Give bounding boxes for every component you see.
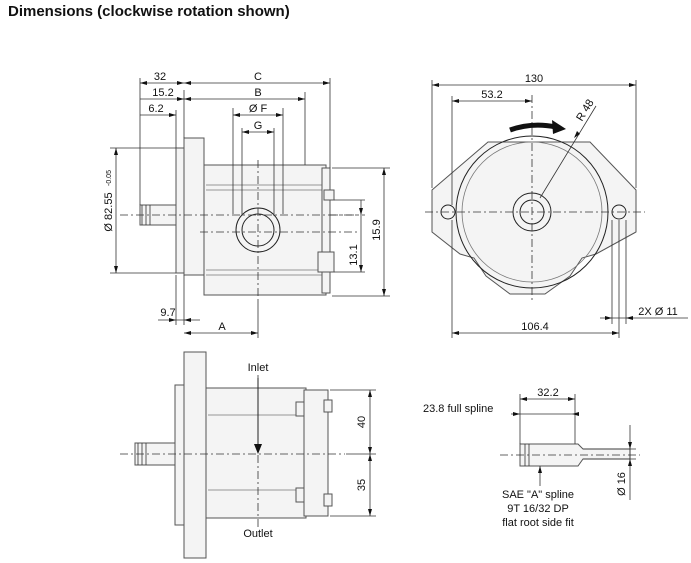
dim-32-2-label: 32.2 xyxy=(537,387,558,399)
dim-f-label: Ø F xyxy=(249,103,268,115)
spline-note-1: SAE "A" spline xyxy=(502,489,574,501)
full-spline-label: 23.8 full spline xyxy=(423,403,493,415)
dim-9-7-label: 9.7 xyxy=(160,307,175,319)
bottom-view: Inlet Outlet 40 35 xyxy=(120,351,376,559)
flange-outline xyxy=(431,141,637,295)
dim-130-label: 130 xyxy=(525,73,543,85)
pump-body-bottom xyxy=(205,387,307,519)
flange-bottom xyxy=(183,351,207,559)
dim-15-2-label: 15.2 xyxy=(152,87,173,99)
dim-c-label: C xyxy=(254,71,262,83)
dim-holes-label: 2X Ø 11 xyxy=(638,306,678,318)
front-view: R 48 130 53.2 106.4 2X Ø 11 xyxy=(425,73,688,338)
pilot-bottom xyxy=(174,384,185,526)
dim-a-label: A xyxy=(218,321,226,333)
dim-106-4-label: 106.4 xyxy=(521,321,549,333)
outlet-label: Outlet xyxy=(243,528,272,540)
pump-body xyxy=(203,164,327,296)
side-view: 32 15.2 6.2 C B Ø F G Ø 82.55 xyxy=(103,71,390,338)
spline-note-3: flat root side fit xyxy=(502,517,574,529)
rear-cover xyxy=(321,167,331,294)
page-title: Dimensions (clockwise rotation shown) xyxy=(8,3,290,20)
dim-pilot-tolerance: -0.05 xyxy=(106,170,113,186)
dim-40-label: 40 xyxy=(356,416,368,428)
inlet-label: Inlet xyxy=(248,362,269,374)
rotation-arrow xyxy=(509,122,557,133)
dim-53-2-label: 53.2 xyxy=(481,89,502,101)
dim-b-label: B xyxy=(254,87,261,99)
dim-g-label: G xyxy=(254,120,263,132)
spline-note-2: 9T 16/32 DP xyxy=(507,503,569,515)
dim-32-label: 32 xyxy=(154,71,166,83)
dim-16-label: Ø 16 xyxy=(616,472,628,496)
dim-13-1-label: 13.1 xyxy=(348,244,360,265)
spline-detail: 32.2 23.8 full spline Ø 16 SAE "A" splin… xyxy=(423,387,640,529)
dim-6-2-label: 6.2 xyxy=(148,103,163,115)
dim-35-label: 35 xyxy=(356,479,368,491)
dim-15-9-label: 15.9 xyxy=(371,219,383,240)
pilot xyxy=(175,147,185,274)
dim-pilot-label: Ø 82.55 xyxy=(103,192,115,231)
mounting-flange xyxy=(183,137,205,276)
